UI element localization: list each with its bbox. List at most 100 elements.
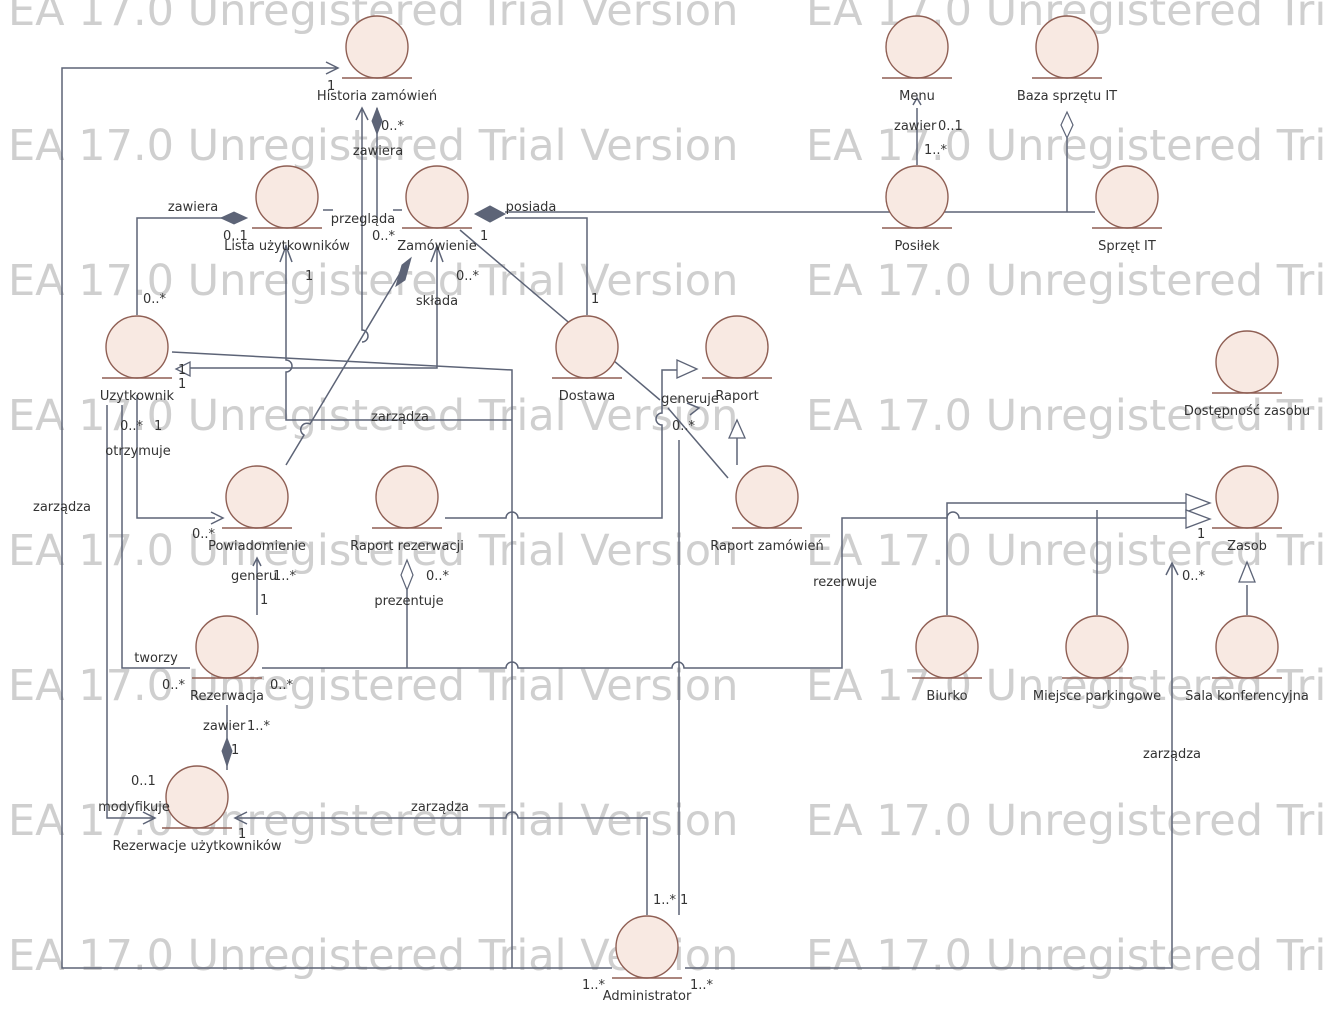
edge-administrator-historia[interactable]: [61, 67, 612, 969]
entity-miejsce[interactable]: Miejsce parkingowe: [1033, 615, 1161, 704]
entity-sala[interactable]: Sala konferencyjna: [1185, 615, 1309, 704]
entity-rez-uz[interactable]: Rezerwacje użytkowników: [112, 765, 282, 854]
edge-uzytkownik-historia[interactable]: [361, 108, 369, 343]
edge-lista-admin[interactable]: [285, 245, 512, 421]
entity-posilek[interactable]: Posiłek: [882, 165, 952, 254]
entity-menu[interactable]: Menu: [882, 15, 952, 104]
entity-circle-icon: [105, 315, 169, 379]
entity-label: Powiadomienie: [208, 539, 306, 554]
edge-uzytkownik-powiadomienie[interactable]: [136, 395, 215, 519]
entity-circle-icon: [1215, 330, 1279, 394]
multiplicity-label: 1: [305, 269, 313, 284]
multiplicity-label: 0..1: [938, 119, 963, 134]
arrow-head-icon: [912, 96, 922, 106]
edge-biurko-zasob[interactable]: [946, 502, 1190, 615]
edge-label: modyfikuje: [98, 800, 170, 815]
multiplicity-label: 1: [231, 743, 239, 758]
edge-uzytkownik-rezerwacja[interactable]: [121, 405, 190, 669]
generalization-triangle-icon: [1185, 509, 1212, 529]
watermark-text: EA 17.0 Unregistered Trial Version: [8, 661, 738, 711]
edge-label: otrzymuje: [105, 444, 170, 459]
composition-diamond-icon: [473, 205, 507, 223]
entity-circle-icon: [615, 915, 679, 979]
multiplicity-label: 0..*: [372, 229, 396, 244]
edge-label: generu: [231, 569, 277, 584]
generalization-triangle-icon: [727, 418, 747, 439]
multiplicity-label: 1: [480, 229, 488, 244]
multiplicity-label: 1: [154, 419, 162, 434]
edge-label: zawiera: [353, 144, 403, 159]
multiplicity-label: 0..*: [143, 292, 167, 307]
multiplicity-label: 0..*: [381, 119, 405, 134]
edge-uzytkownik-rez-uz[interactable]: [106, 405, 155, 819]
entity-label: Miejsce parkingowe: [1033, 689, 1161, 704]
entity-circle-icon: [885, 15, 949, 79]
entity-lista[interactable]: Lista użytkowników: [224, 165, 350, 254]
arrow-head-icon: [355, 106, 369, 121]
entity-label: Raport: [715, 389, 758, 404]
entity-circle-icon: [255, 165, 319, 229]
edge-powiadomienie-zamowienie[interactable]: [285, 264, 406, 466]
connector-markers: [142, 61, 1256, 825]
watermark-text: EA 17.0 Unregistered Trial Version: [8, 121, 738, 171]
entity-raport-rez[interactable]: Raport rezerwacji: [350, 465, 464, 554]
entity-rezerwacja[interactable]: Rezerwacja: [190, 615, 264, 704]
entity-zamowienie[interactable]: Zamówienie: [397, 165, 477, 254]
entity-dostawa[interactable]: Dostawa: [552, 315, 622, 404]
edge-zamowienie-dostawa[interactable]: [505, 217, 588, 315]
entity-circle-icon: [1035, 15, 1099, 79]
edge-uzytkownik-lista[interactable]: [136, 217, 225, 315]
connectors: [61, 67, 1248, 969]
entity-circle-icon: [1215, 615, 1279, 679]
multiplicity-label: 0..*: [426, 569, 450, 584]
multiplicity-label: 0..*: [192, 527, 216, 542]
entity-raport-zam[interactable]: Raport zamówień: [710, 465, 824, 554]
entity-zasob[interactable]: Zasob: [1212, 465, 1282, 554]
edge-label: posiada: [506, 200, 557, 215]
edge-label: prezentuje: [374, 594, 443, 609]
arrow-head-icon: [210, 511, 225, 525]
entity-label: Raport zamówień: [710, 539, 823, 554]
watermark-text: EA 17.0 Unregistered Trial Version: [8, 526, 738, 576]
edge-label: zarządza: [1143, 747, 1201, 762]
multiplicity-label: 0..*: [672, 419, 696, 434]
watermark-text: EA 17.0 Unregistered Trial Version: [8, 391, 738, 441]
entity-historia[interactable]: Historia zamówień: [317, 15, 437, 104]
multiplicity-labels: 1 0..* 0..1 0..* 1 0..1 1..* 0..* 1 0..*…: [120, 79, 1206, 993]
entity-powiadomienie[interactable]: Powiadomienie: [208, 465, 306, 554]
entity-sprzet[interactable]: Sprzęt IT: [1092, 165, 1162, 254]
edge-rezerwacja-zasob[interactable]: [262, 511, 1190, 669]
entity-uzytkownik[interactable]: Uzytkownik: [100, 315, 175, 404]
edge-label: składa: [416, 294, 458, 309]
multiplicity-label: 1: [178, 377, 186, 392]
entity-label: Rezerwacja: [190, 689, 264, 704]
watermark-text: EA 17.0 Unregistered Trial Version: [806, 256, 1326, 306]
edge-label: przegląda: [331, 212, 395, 227]
arrow-head-icon: [233, 811, 248, 825]
entity-circle-icon: [1215, 465, 1279, 529]
arrow-head-icon: [142, 811, 157, 825]
entity-circle-icon: [735, 465, 799, 529]
edge-zamowienie-raport-zam[interactable]: [459, 229, 729, 479]
entity-label: Zamówienie: [397, 239, 477, 254]
entity-baza[interactable]: Baza sprzętu IT: [1017, 15, 1117, 104]
entity-dostepnosc[interactable]: Dostępność zasobu: [1184, 330, 1310, 419]
entity-label: Biurko: [926, 689, 967, 704]
edge-label: zawier: [203, 719, 246, 734]
entity-circle-icon: [1095, 165, 1159, 229]
edge-label: zawier: [894, 119, 937, 134]
watermark-text: EA 17.0 Unregistered Trial Version: [806, 796, 1326, 846]
edge-administrator-rez-uz[interactable]: [235, 811, 648, 915]
arrow-head-icon: [279, 243, 293, 263]
entity-administrator[interactable]: Administrator: [603, 915, 692, 1004]
entity-biurko[interactable]: Biurko: [912, 615, 982, 704]
edge-raport-rez-raport[interactable]: [445, 369, 695, 519]
edge-zamowienie-uzytkownik[interactable]: [190, 245, 438, 369]
entity-raport[interactable]: Raport: [702, 315, 772, 404]
edge-administrator-zasob[interactable]: [685, 565, 1173, 969]
watermark-text: EA 17.0 Unregistered Trial Version: [8, 256, 738, 306]
composition-diamond-icon: [219, 211, 249, 225]
entity-circle-icon: [405, 165, 469, 229]
multiplicity-label: 1..*: [247, 719, 271, 734]
entity-label: Lista użytkowników: [224, 239, 350, 254]
